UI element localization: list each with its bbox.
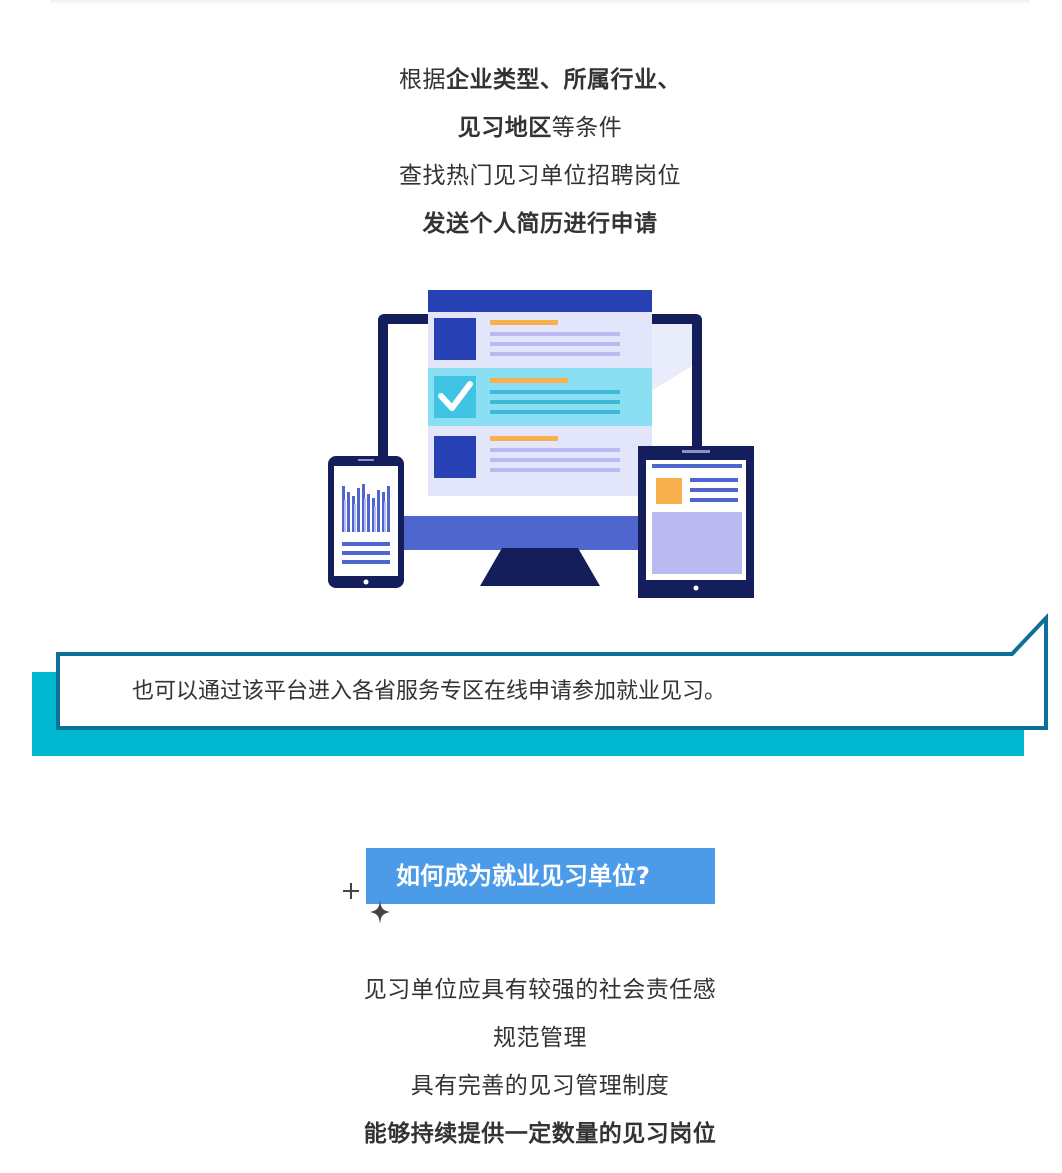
intro-line-2-bold: 见习地区 (457, 115, 552, 141)
callout-text: 也可以通过该平台进入各省服务专区在线申请参加就业见习。 (132, 679, 727, 704)
intro-line-2-suffix: 等条件 (551, 115, 623, 141)
section-title: 如何成为就业见习单位? (396, 862, 650, 890)
section-title-badge: 如何成为就业见习单位? (366, 848, 715, 904)
requirement-line-3: 具有完善的见习管理制度 (410, 1073, 670, 1099)
intro-line-4: 发送个人简历进行申请 (422, 211, 658, 237)
intro-line-2: 见习地区等条件 (0, 104, 1062, 152)
devices-job-listing-illustration (328, 290, 754, 598)
intro-line-1-prefix: 根据 (399, 67, 446, 93)
requirement-line-4: 能够持续提供一定数量的见习岗位 (363, 1121, 717, 1147)
intro-line-1: 根据企业类型、所属行业、 (0, 56, 1062, 104)
sparkle-icon (343, 883, 390, 924)
callout-box (32, 612, 1048, 756)
intro-text-block: 根据企业类型、所属行业、 见习地区等条件 查找热门见习单位招聘岗位 发送个人简历… (0, 56, 1062, 248)
requirements-text-block: 见习单位应具有较强的社会责任感 规范管理 具有完善的见习管理制度 能够持续提供一… (0, 966, 1062, 1158)
intro-line-3: 查找热门见习单位招聘岗位 (399, 163, 681, 189)
requirement-line-1: 见习单位应具有较强的社会责任感 (363, 977, 717, 1003)
top-divider (50, 0, 1030, 4)
intro-line-1-bold: 企业类型、所属行业、 (446, 67, 681, 93)
requirement-line-2: 规范管理 (493, 1025, 587, 1051)
